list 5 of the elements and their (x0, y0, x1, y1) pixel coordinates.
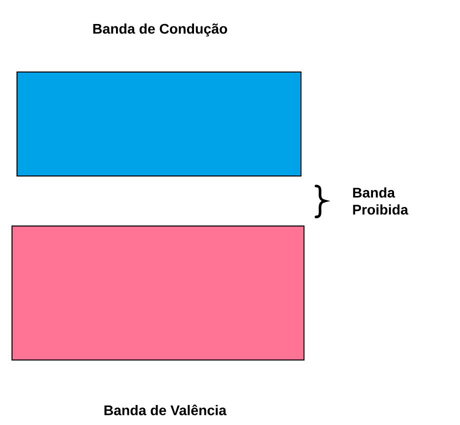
node-label: Banda de Valência (104, 404, 227, 416)
band-box: Banda de Valência (12, 226, 304, 416)
band-box: Banda de Condução (16, 23, 302, 176)
gap-label: Banda Proibida (353, 187, 408, 215)
node-label: Banda de Condução (93, 23, 228, 37)
